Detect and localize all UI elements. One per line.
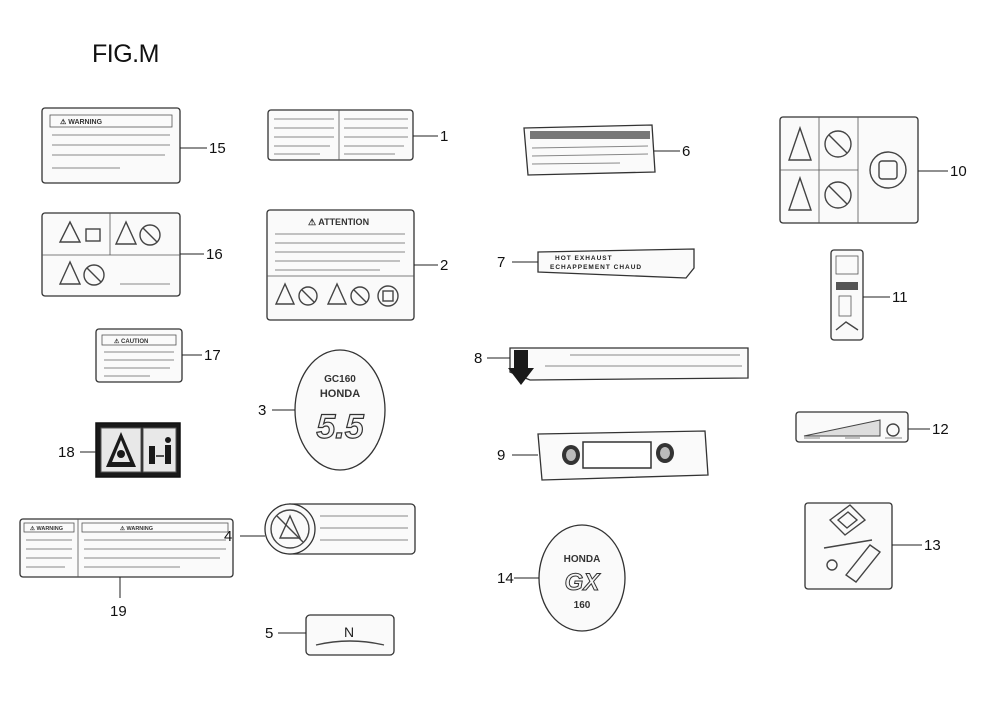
callout-4: 4	[224, 528, 232, 545]
callout-19: 19	[110, 603, 127, 620]
label-18-pictogram[interactable]	[95, 422, 181, 478]
label-5-neutral[interactable]: N	[305, 614, 395, 656]
label-19-dual-warning[interactable]: ⚠ WARNING ⚠ WARNING	[19, 518, 234, 578]
callout-16: 16	[206, 246, 223, 263]
label-13-pictogram[interactable]	[804, 502, 893, 590]
label-12-throttle[interactable]	[795, 411, 909, 443]
label-1-text[interactable]	[267, 109, 414, 161]
callout-13: 13	[924, 537, 941, 554]
callout-10: 10	[950, 163, 967, 180]
label-14-logo: GX	[565, 569, 602, 596]
callout-12: 12	[932, 421, 949, 438]
callout-7: 7	[497, 254, 505, 271]
label-17-caution[interactable]: ⚠ CAUTION	[95, 328, 183, 383]
callout-8: 8	[474, 350, 482, 367]
callout-2: 2	[440, 257, 448, 274]
label-15-heading: ⚠ WARNING	[60, 118, 103, 126]
callout-1: 1	[440, 128, 448, 145]
label-8-arrow-strip[interactable]	[508, 347, 749, 385]
label-14-gx-badge[interactable]: HONDA GX 160	[538, 524, 626, 632]
label-19-heading-right: ⚠ WARNING	[120, 525, 153, 532]
callout-18: 18	[58, 444, 75, 461]
label-15-warning[interactable]: ⚠ WARNING	[41, 107, 181, 184]
callout-11: 11	[892, 289, 908, 306]
label-6-strip[interactable]	[523, 124, 656, 176]
callout-14: 14	[497, 570, 514, 587]
label-16-symbols[interactable]	[41, 212, 181, 297]
callout-6: 6	[682, 143, 690, 160]
label-10-symbols[interactable]	[779, 116, 919, 224]
callout-17: 17	[204, 347, 221, 364]
figure-title: FIG.M	[92, 40, 159, 68]
label-3-rating: 5.5	[316, 408, 364, 446]
label-3-model: GC160	[324, 374, 356, 385]
label-19-heading-left: ⚠ WARNING	[30, 525, 63, 532]
label-2-attention[interactable]: ⚠ ATTENTION	[266, 209, 415, 321]
label-14-brand: HONDA	[564, 554, 601, 565]
label-2-heading: ⚠ ATTENTION	[308, 217, 369, 227]
label-9-window-strip[interactable]	[537, 430, 709, 481]
label-7-line2: ECHAPPEMENT CHAUD	[550, 264, 642, 271]
label-4-fuel-label[interactable]	[264, 503, 416, 555]
label-11-vertical[interactable]	[830, 249, 864, 341]
label-7-hot-exhaust[interactable]: HOT EXHAUST ECHAPPEMENT CHAUD	[537, 248, 695, 279]
callout-9: 9	[497, 447, 505, 464]
label-3-brand: HONDA	[320, 388, 360, 400]
callout-5: 5	[265, 625, 273, 642]
callout-3: 3	[258, 402, 266, 419]
label-14-model: 160	[574, 600, 591, 611]
label-7-line1: HOT EXHAUST	[555, 255, 613, 262]
label-3-honda-badge[interactable]: GC160 HONDA 5.5	[294, 349, 386, 471]
callout-15: 15	[209, 140, 226, 157]
label-17-heading: ⚠ CAUTION	[114, 338, 148, 345]
label-5-letter: N	[344, 624, 354, 640]
